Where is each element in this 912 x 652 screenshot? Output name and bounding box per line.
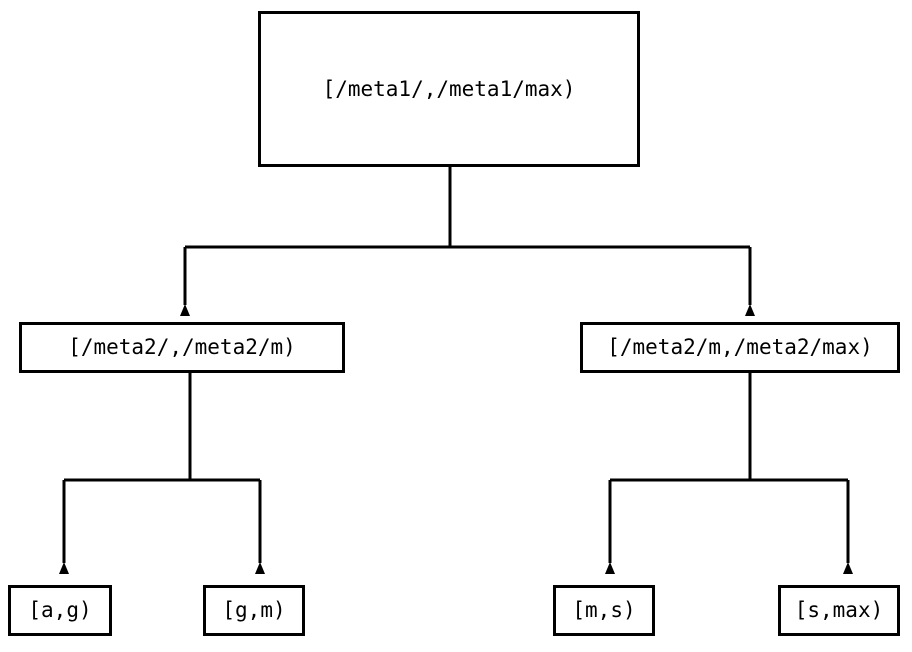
node-leaf-a-g-label: [a,g) <box>28 598 92 622</box>
node-leaf-g-m-label: [g,m) <box>222 598 286 622</box>
edge-root-to-mid <box>180 167 755 316</box>
node-leaf-g-m[interactable]: [g,m) <box>203 585 305 636</box>
node-leaf-s-max-label: [s,max) <box>794 598 884 622</box>
node-mid-left[interactable]: [/meta2/,/meta2/m) <box>19 322 345 373</box>
node-leaf-m-s-label: [m,s) <box>572 598 636 622</box>
edge-midleft-to-leaves <box>59 373 265 574</box>
node-mid-left-label: [/meta2/,/meta2/m) <box>68 335 296 359</box>
edge-midright-to-leaves <box>605 373 853 574</box>
node-root[interactable]: [/meta1/,/meta1/max) <box>258 11 640 167</box>
node-leaf-m-s[interactable]: [m,s) <box>553 585 655 636</box>
node-mid-right[interactable]: [/meta2/m,/meta2/max) <box>580 322 900 373</box>
node-leaf-s-max[interactable]: [s,max) <box>778 585 900 636</box>
node-root-label: [/meta1/,/meta1/max) <box>322 76 576 101</box>
node-leaf-a-g[interactable]: [a,g) <box>8 585 112 636</box>
node-mid-right-label: [/meta2/m,/meta2/max) <box>607 335 873 359</box>
